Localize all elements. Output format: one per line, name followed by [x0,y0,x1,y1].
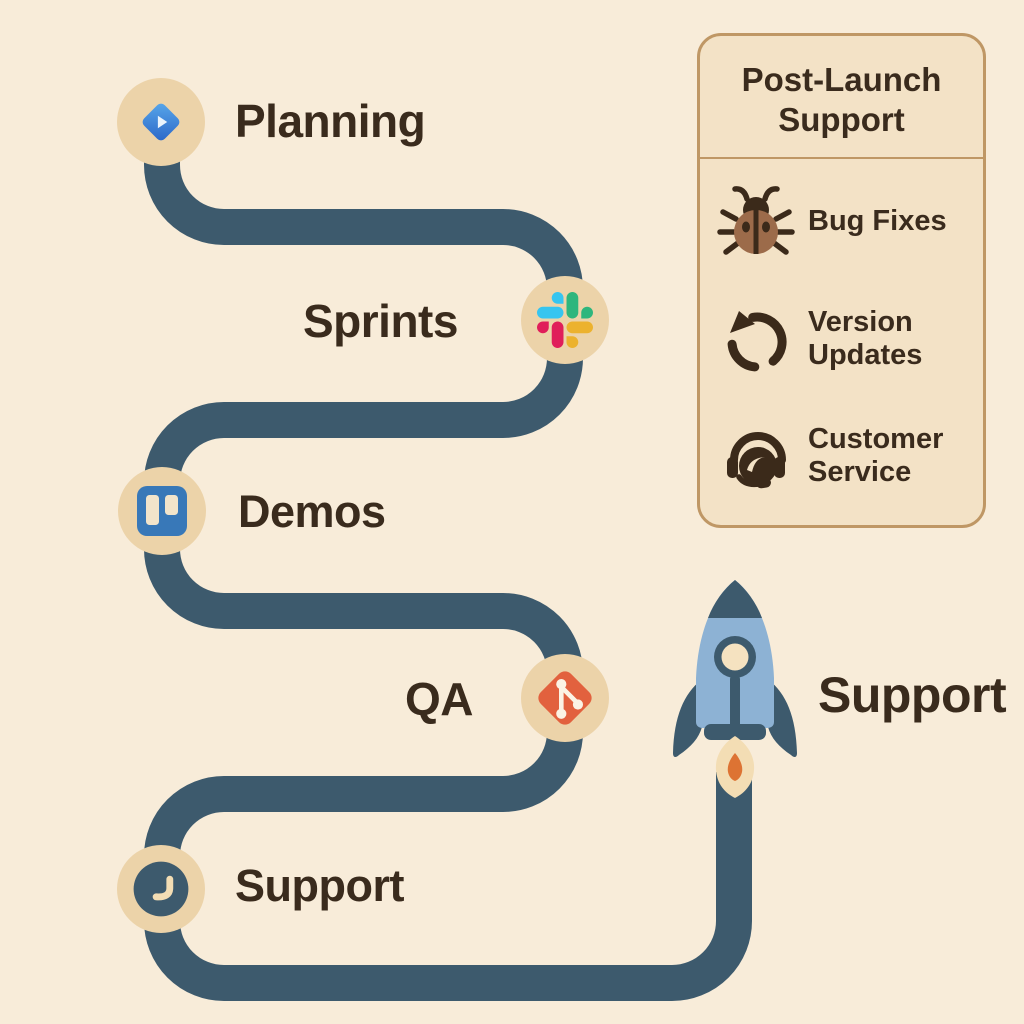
card-row-bug-fixes: Bug Fixes [714,163,973,280]
card-title: Post-Launch Support [700,36,983,160]
headset-icon [714,414,798,498]
smile-icon [133,861,189,917]
milestone-label-demos: Demos [238,486,386,537]
card-item-label: Version Updates [808,305,923,372]
rocket-icon [673,580,797,798]
journey-path [144,115,752,1001]
card-rows: Bug Fixes Version Updates [700,159,983,525]
milestone-support [117,845,205,933]
milestone-label-qa: QA [405,673,474,725]
milestone-qa [521,654,609,742]
bug-icon [714,180,798,264]
card-item-label: Bug Fixes [808,205,947,238]
jira-icon [142,103,180,141]
milestone-planning [117,78,205,166]
trello-icon [137,486,187,536]
card-row-version-updates: Version Updates [714,280,973,397]
card-row-customer-service: Customer Service [714,398,973,515]
milestone-sprints [521,276,609,364]
slack-icon [537,292,593,348]
milestone-label-planning: Planning [235,95,426,147]
milestone-label-support: Support [235,860,404,911]
git-icon [538,671,592,725]
milestone-demos [118,467,206,555]
milestone-label-sprints: Sprints [303,295,458,347]
refresh-icon [714,297,798,381]
launch-label: Support [818,667,1007,723]
card-item-label: Customer Service [808,423,944,489]
post-launch-support-card: Post-Launch Support [697,33,986,528]
